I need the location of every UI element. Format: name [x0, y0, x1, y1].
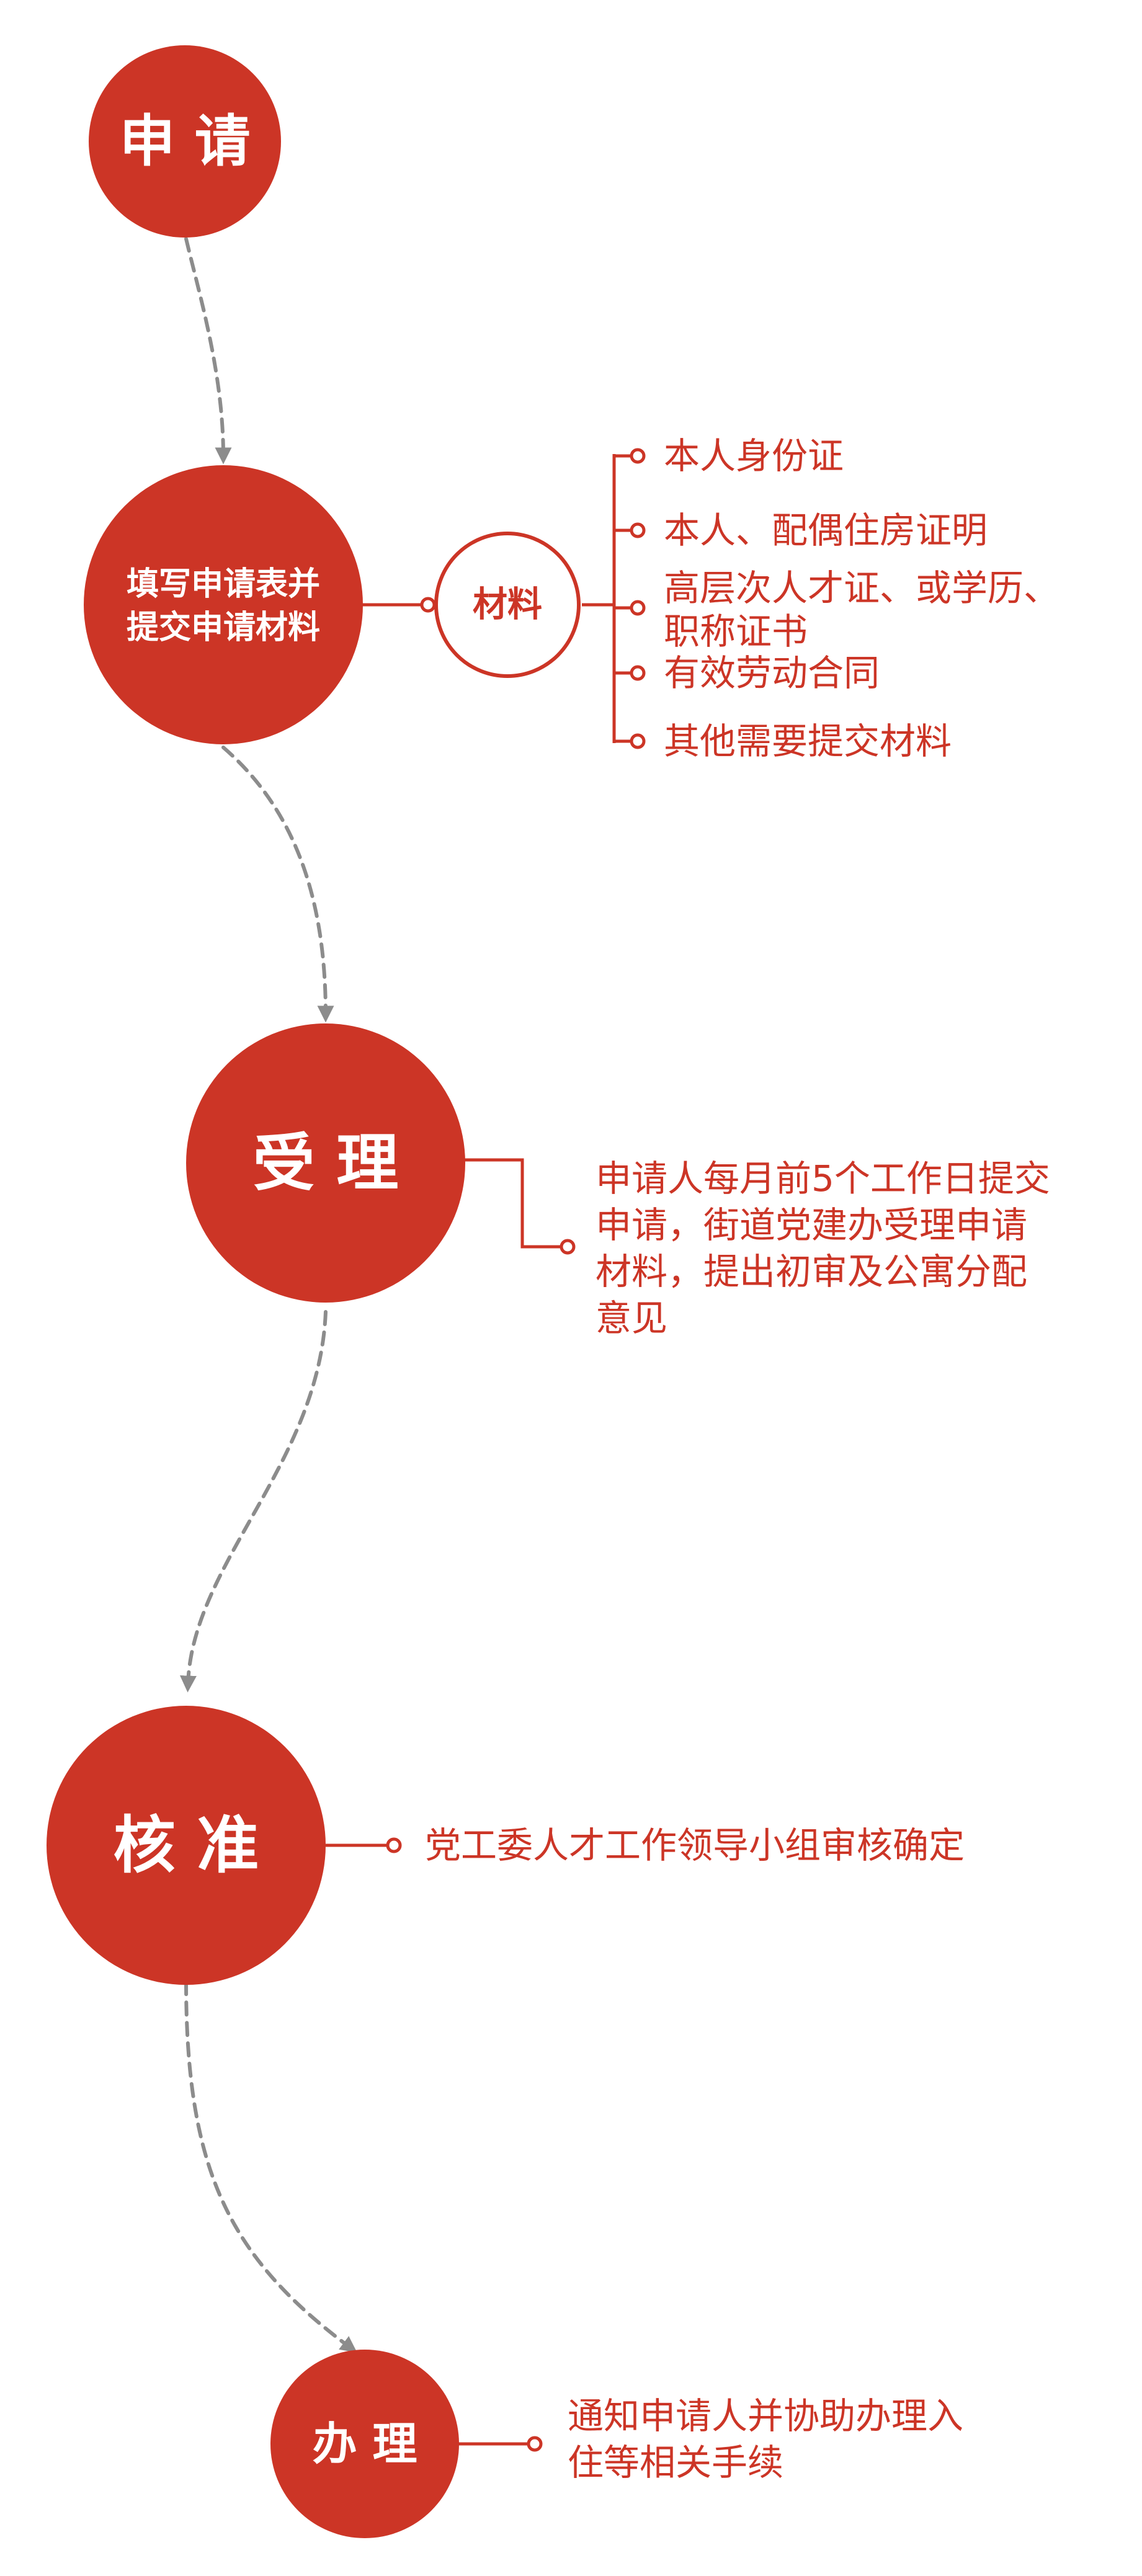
material-item-5: 其他需要提交材料 [664, 720, 952, 762]
node-accept-label: 受 理 [253, 1127, 399, 1200]
connector-accept-to-approve [180, 1310, 328, 1693]
accept-detail-line2: 申请，街道党建办受理申请 [596, 1204, 1027, 1246]
material-item-1: 本人身份证 [664, 435, 844, 477]
dot-material-3 [630, 600, 646, 616]
node-fill-form-label-line1: 填写申请表并 [127, 566, 320, 603]
dot-accept-detail [560, 1239, 576, 1255]
material-item-3-line1: 高层次人才证、或学历、 [664, 567, 1059, 609]
node-process: 办 理 [270, 2350, 459, 2538]
accept-detail-line1: 申请人每月前5个工作日提交 [596, 1157, 1050, 1200]
connector-apply-to-form [184, 237, 232, 465]
dot-approve-detail [386, 1837, 402, 1853]
node-approve-label: 核 准 [114, 1809, 259, 1882]
material-item-2: 本人、配偶住房证明 [664, 509, 988, 551]
link-accept-to-detail [464, 1158, 564, 1249]
dot-form-materials [420, 597, 436, 613]
process-detail-line2: 住等相关手续 [568, 2441, 783, 2484]
dot-material-2 [630, 522, 646, 538]
node-materials: 材料 [434, 532, 581, 678]
node-apply: 申 请 [89, 45, 281, 238]
accept-detail-line3: 材料，提出初审及公寓分配 [596, 1250, 1027, 1293]
node-fill-form-label-line2: 提交申请材料 [127, 609, 320, 646]
node-apply-label: 申 请 [119, 109, 250, 174]
material-item-4: 有效劳动合同 [664, 652, 880, 694]
process-detail-line1: 通知申请人并协助办理入 [568, 2395, 963, 2437]
node-materials-label: 材料 [473, 585, 542, 625]
dot-material-4 [630, 665, 646, 681]
node-approve: 核 准 [47, 1706, 326, 1985]
dot-material-5 [630, 733, 646, 749]
node-accept: 受 理 [186, 1023, 465, 1303]
connector-approve-to-process [184, 1980, 357, 2353]
approve-detail-line1: 党工委人才工作领导小组审核确定 [425, 1824, 965, 1866]
node-process-label: 办 理 [312, 2418, 417, 2470]
connector-form-to-accept [221, 746, 334, 1023]
dot-material-1 [630, 448, 646, 464]
accept-detail-line4: 意见 [596, 1297, 667, 1339]
node-fill-form: 填写申请表并 提交申请材料 [84, 465, 363, 744]
dot-process-detail [527, 2436, 543, 2452]
material-item-3-line2: 职称证书 [664, 610, 808, 653]
